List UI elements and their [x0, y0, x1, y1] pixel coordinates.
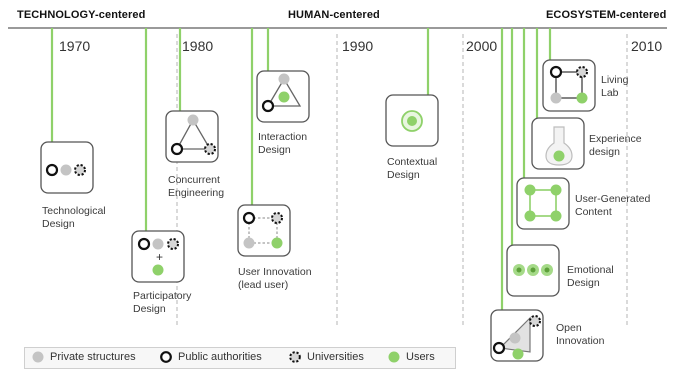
technological-design-box [40, 141, 94, 194]
private-structure-icon [152, 238, 164, 250]
public-authority-icon [242, 211, 256, 225]
public-authority-icon [160, 351, 172, 363]
emotional-design-box [506, 244, 560, 297]
user-icon [407, 116, 417, 126]
public-authority-icon [45, 163, 59, 177]
university-icon [271, 212, 283, 224]
user-icon [388, 351, 400, 363]
user-icon [576, 92, 588, 104]
label-user-innovation: User Innovation (lead user) [238, 266, 312, 291]
user-icon [512, 348, 524, 360]
flask-icon [545, 126, 573, 166]
label-technological-design: Technological Design [42, 205, 106, 230]
legend-universities-label: Universities [307, 351, 364, 363]
year-2000: 2000 [466, 38, 498, 54]
plus-icon: + [156, 250, 163, 264]
connector-lines [50, 28, 552, 310]
user-innovation-box [237, 204, 291, 257]
label-experience-design: Experience design [589, 133, 642, 158]
university-icon [529, 315, 541, 327]
living-lab-box [542, 59, 596, 112]
legend: Private structures Public authorities Un… [24, 347, 456, 369]
university-icon [204, 143, 216, 155]
year-1980: 1980 [182, 38, 214, 54]
university-icon [74, 164, 86, 176]
legend-users-label: Users [406, 351, 435, 363]
private-structure-icon [278, 73, 290, 85]
participatory-design-box: + [131, 230, 185, 283]
era-technology: TECHNOLOGY-centered [17, 9, 146, 21]
legend-universities: Universities [288, 350, 364, 364]
era-human: HUMAN-centered [288, 9, 380, 21]
label-participatory-design: Participatory Design [133, 290, 192, 315]
open-innovation-box [490, 309, 544, 362]
public-authority-icon [170, 142, 184, 156]
private-structure-icon [187, 114, 199, 126]
public-authority-icon [492, 341, 506, 355]
user-icon [524, 210, 536, 222]
private-structure-icon [60, 164, 72, 176]
private-structure-icon [550, 92, 562, 104]
label-interaction-design: Interaction Design [258, 131, 308, 156]
legend-users: Users [387, 350, 435, 364]
year-1970: 1970 [59, 38, 91, 54]
concurrent-engineering-box [165, 110, 219, 163]
legend-public-label: Public authorities [178, 351, 262, 363]
public-authority-icon [137, 237, 151, 251]
private-structure-icon [509, 332, 521, 344]
user-icon [152, 264, 164, 276]
user-icon [550, 184, 562, 196]
legend-public: Public authorities [159, 350, 262, 364]
user-icon [271, 237, 283, 249]
public-authority-icon [261, 99, 275, 113]
legend-private: Private structures [31, 350, 136, 364]
year-1990: 1990 [342, 38, 374, 54]
era-ecosystem: ECOSYSTEM-centered [546, 9, 667, 21]
university-icon [576, 66, 588, 78]
year-2010: 2010 [631, 38, 663, 54]
label-contextual-design: Contextual Design [387, 156, 438, 181]
contextual-design-box [385, 94, 439, 147]
user-icon [553, 150, 565, 162]
user-icon [278, 91, 290, 103]
user-generated-content-box [516, 177, 570, 230]
public-authority-icon [549, 65, 563, 79]
user-icon [524, 184, 536, 196]
label-user-generated-content: User-Generated Content [575, 193, 651, 218]
user-icon [550, 210, 562, 222]
label-emotional-design: Emotional Design [567, 264, 614, 289]
interaction-design-box [256, 70, 310, 123]
label-open-innovation: Open Innovation [556, 322, 605, 347]
university-icon [167, 238, 179, 250]
university-icon [289, 351, 301, 363]
label-living-lab: Living Lab [601, 74, 629, 99]
legend-private-label: Private structures [50, 351, 136, 363]
private-structure-icon [243, 237, 255, 249]
label-concurrent-engineering: Concurrent Engineering [168, 174, 225, 199]
private-structure-icon [32, 351, 44, 363]
experience-design-box [531, 117, 585, 170]
